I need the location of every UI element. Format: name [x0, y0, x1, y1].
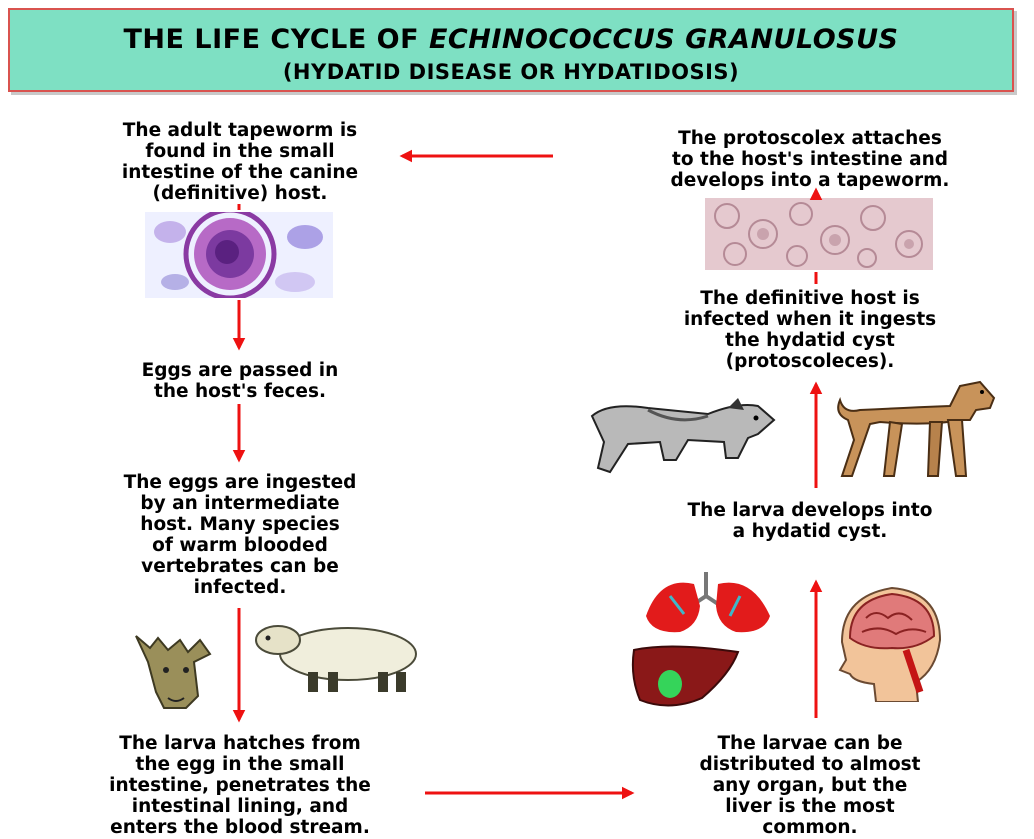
cycle-arrows — [0, 0, 1034, 839]
